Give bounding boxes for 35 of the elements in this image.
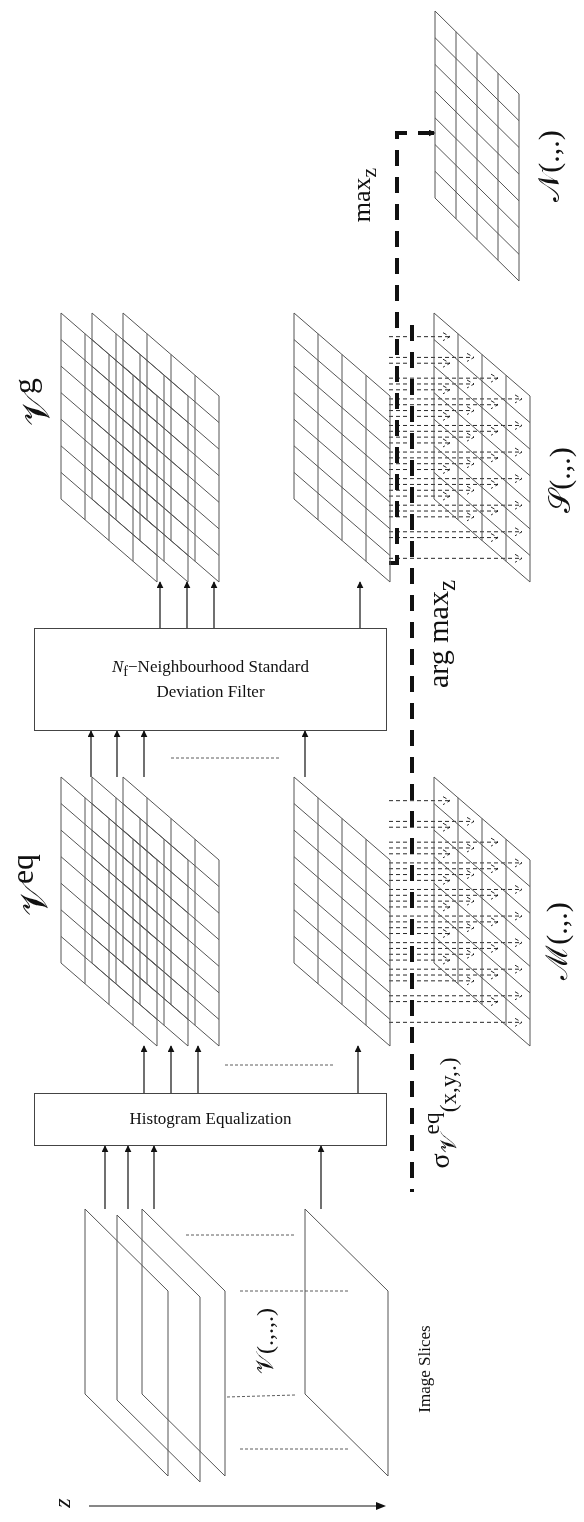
- dashed-arrow-bundle: [388, 796, 523, 1027]
- arrow: [140, 730, 148, 778]
- grid-stack-drawing: [434, 313, 530, 582]
- arrow: [356, 581, 364, 629]
- arrow: [140, 1045, 148, 1094]
- grid-stack-drawing: [61, 777, 389, 1046]
- box-label: Histogram Equalization: [129, 1108, 292, 1131]
- box-label: N$_{f}$−Neighbourhood Standard Deviation Filter: [110, 656, 310, 703]
- grid-stack-drawing: [435, 11, 519, 281]
- thick-dashed-arrow: [389, 129, 436, 565]
- math-label: Image Slices: [415, 1325, 433, 1413]
- arrow: [124, 1145, 132, 1210]
- arrow: [156, 581, 164, 629]
- arrow: [113, 730, 121, 778]
- process-box: [34, 1093, 387, 1146]
- slice-stack-drawing: [85, 1209, 388, 1483]
- grid-stack-drawing: [434, 777, 530, 1046]
- arrow: [354, 1045, 362, 1094]
- arrow: [183, 581, 191, 629]
- arrow: [210, 581, 218, 629]
- axis-label: z: [50, 1498, 74, 1508]
- arrow: [87, 730, 95, 778]
- math-label: 𝒮(.,.): [545, 447, 575, 513]
- grid-stack-drawing: [61, 313, 389, 582]
- arrow: [301, 730, 309, 778]
- dashed-arrow-bundle: [388, 332, 523, 563]
- arrow: [150, 1145, 158, 1210]
- arrow: [101, 1145, 109, 1210]
- arrow: [194, 1045, 202, 1094]
- math-label: 𝒱(.,.,.): [253, 1308, 277, 1374]
- math-label: 𝒩(.,.): [534, 130, 564, 202]
- arrow: [317, 1145, 325, 1210]
- math-label: ℳ(.,.): [542, 902, 572, 980]
- arrow: [167, 1045, 175, 1094]
- process-box: [34, 628, 387, 731]
